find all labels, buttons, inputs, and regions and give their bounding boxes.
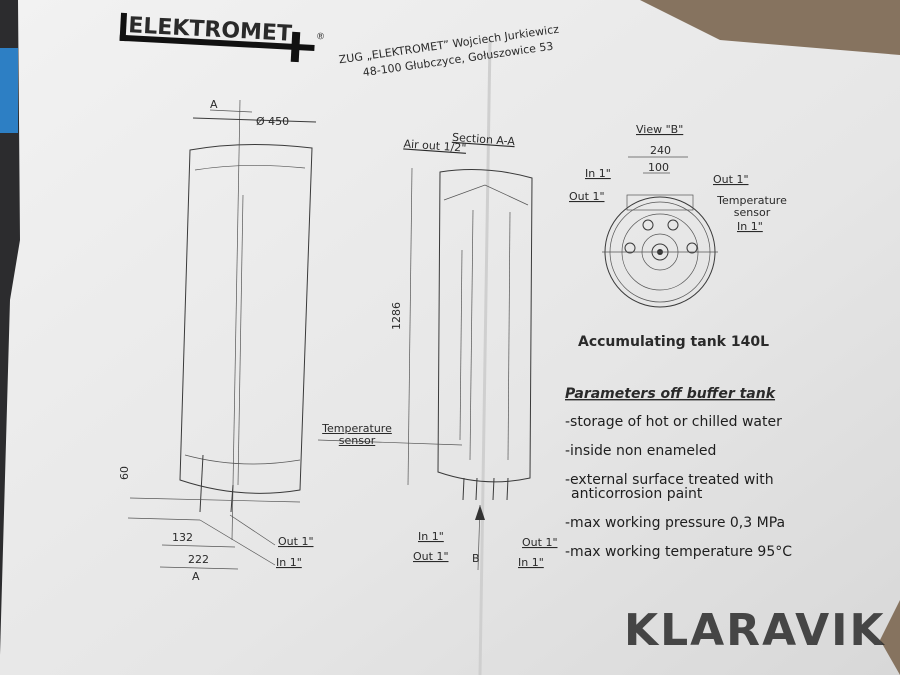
view-b-out-left: Out 1" — [569, 190, 605, 203]
param-item: -storage of hot or chilled water — [565, 414, 782, 430]
view-b-title: View "B" — [636, 123, 683, 136]
view-b-temp-sensor: Temperature sensor — [717, 195, 787, 219]
side-out-label: Out 1" — [278, 535, 314, 548]
section-temp-sensor-label: Temperature sensor — [322, 423, 392, 447]
height-dim: 1286 — [390, 302, 403, 330]
view-b-out-right: Out 1" — [713, 173, 749, 186]
section-in-left: In 1" — [418, 530, 444, 543]
section-out-right: Out 1" — [522, 536, 558, 549]
arrow-b-label: B — [472, 552, 480, 565]
param-item: -max working pressure 0,3 MPa — [565, 515, 785, 531]
param-item: anticorrosion paint — [571, 486, 703, 502]
section-title: Section A-A — [452, 131, 516, 148]
paper-fold — [478, 39, 492, 675]
section-view-drawing — [317, 167, 533, 571]
registered-mark: ® — [316, 32, 326, 42]
diameter-label: Ø 450 — [256, 115, 289, 128]
view-b-in-right: In 1" — [737, 220, 763, 233]
dim-60: 60 — [118, 466, 131, 480]
params-heading: Parameters off buffer tank — [565, 386, 777, 402]
view-b-drawing — [602, 156, 718, 308]
air-out-label: Air out 1/2" — [403, 137, 467, 154]
dim-132: 132 — [172, 531, 193, 544]
side-in-label: In 1" — [276, 556, 302, 569]
header: ELEKTROMET ® — [119, 12, 326, 63]
section-out-left: Out 1" — [413, 550, 449, 563]
param-item: -max working temperature 95°C — [565, 544, 792, 560]
section-in-right: In 1" — [518, 556, 544, 569]
klaravik-watermark: KLARAVIK — [624, 605, 886, 656]
param-item: -external surface treated with — [565, 472, 774, 488]
dim-a-bottom: A — [192, 570, 200, 583]
view-b-dim-240: 240 — [650, 144, 671, 157]
side-view-drawing — [127, 99, 317, 570]
param-item: -inside non enameled — [565, 443, 716, 459]
view-b-in-top: In 1" — [585, 167, 611, 180]
dim-a-top: A — [210, 98, 218, 111]
dim-222: 222 — [188, 553, 209, 566]
view-b-dim-100: 100 — [648, 161, 669, 174]
product-title: Accumulating tank 140L — [578, 334, 769, 350]
blue-box-edge — [0, 48, 18, 133]
